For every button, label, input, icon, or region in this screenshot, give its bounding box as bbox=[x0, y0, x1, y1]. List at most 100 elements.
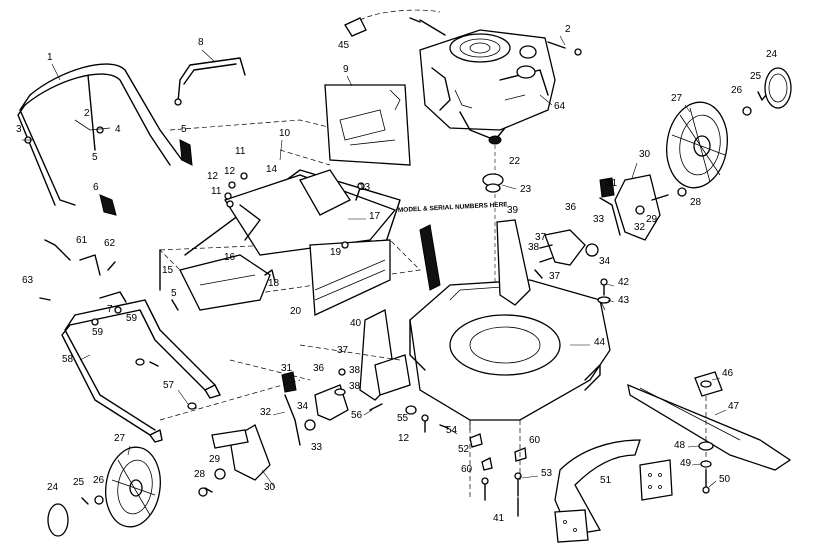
blade bbox=[627, 371, 792, 494]
part-callout-c12c: 12 bbox=[398, 433, 410, 444]
part-callout-c38a: 38 bbox=[528, 242, 540, 253]
part-callout-c9: 9 bbox=[343, 64, 349, 75]
part-callout-c49: 49 bbox=[680, 458, 692, 469]
part-callout-c62: 62 bbox=[104, 238, 116, 249]
rear-deflector bbox=[554, 439, 673, 543]
part-callout-c39: 39 bbox=[507, 205, 519, 216]
leader-lines bbox=[51, 35, 727, 489]
part-callout-c25b: 25 bbox=[73, 477, 85, 488]
part-callout-c42: 42 bbox=[618, 277, 630, 288]
part-callout-c26a: 26 bbox=[731, 85, 743, 96]
part-callout-c47: 47 bbox=[728, 401, 740, 412]
part-callout-c50: 50 bbox=[719, 474, 731, 485]
deck-cover bbox=[159, 119, 421, 316]
part-callout-c2b: 2 bbox=[565, 24, 571, 35]
part-callout-c28a: 28 bbox=[690, 197, 702, 208]
part-callout-c36a: 36 bbox=[565, 202, 577, 213]
part-callout-c3a: 3 bbox=[16, 124, 22, 135]
part-callout-c60b: 60 bbox=[529, 435, 541, 446]
part-callout-c30a: 30 bbox=[639, 149, 651, 160]
part-callout-c5b: 5 bbox=[181, 124, 187, 135]
part-callout-c26b: 26 bbox=[93, 475, 105, 486]
part-callout-c16: 16 bbox=[224, 252, 236, 263]
part-callout-c24b: 24 bbox=[47, 482, 59, 493]
part-callout-c31b: 31 bbox=[281, 363, 293, 374]
part-callout-c34a: 34 bbox=[599, 256, 611, 267]
part-callout-c24a: 24 bbox=[766, 49, 778, 60]
part-callout-c37c: 37 bbox=[337, 345, 349, 356]
part-callout-c7: 7 bbox=[107, 304, 113, 315]
part-callout-c13: 13 bbox=[359, 182, 371, 193]
right-rear-wheel bbox=[666, 67, 792, 189]
part-callout-c2a: 2 bbox=[84, 108, 90, 119]
part-callout-c11a: 11 bbox=[235, 146, 246, 157]
part-callout-c53: 53 bbox=[541, 468, 553, 479]
part-callout-c64: 64 bbox=[554, 101, 566, 112]
part-callout-c63: 63 bbox=[22, 275, 34, 286]
part-callout-c27b: 27 bbox=[114, 433, 126, 444]
part-callout-c33a: 33 bbox=[593, 214, 605, 225]
mower-deck bbox=[409, 279, 611, 430]
upper-handle bbox=[17, 63, 193, 216]
part-callout-c36b: 36 bbox=[313, 363, 325, 374]
part-callout-c43: 43 bbox=[618, 295, 630, 306]
part-callout-c59a: 59 bbox=[92, 327, 104, 338]
part-callout-c40: 40 bbox=[350, 318, 362, 329]
part-callout-c22: 22 bbox=[509, 156, 521, 167]
spacer bbox=[482, 173, 504, 193]
lower-handle bbox=[39, 239, 221, 443]
part-callout-c59b: 59 bbox=[126, 313, 138, 324]
part-callout-c17: 17 bbox=[369, 211, 381, 222]
side-bracket bbox=[299, 309, 411, 401]
part-callout-c52: 52 bbox=[458, 444, 470, 455]
part-callout-c55: 55 bbox=[397, 413, 409, 424]
left-height-adjuster bbox=[159, 359, 383, 497]
part-callout-c1: 1 bbox=[47, 52, 53, 63]
part-callout-c57: 57 bbox=[163, 380, 175, 391]
part-callout-c37b: 37 bbox=[549, 271, 561, 282]
part-callout-c15: 15 bbox=[162, 265, 174, 276]
part-callout-c48: 48 bbox=[674, 440, 686, 451]
part-callout-c30b: 30 bbox=[264, 482, 276, 493]
left-rear-wheel bbox=[47, 446, 161, 537]
part-callout-c37a: 37 bbox=[535, 232, 547, 243]
plate-text-line: MODEL & SERIAL NUMBERS HERE bbox=[398, 201, 509, 214]
part-callout-c8: 8 bbox=[198, 37, 204, 48]
part-callout-c45: 45 bbox=[338, 40, 350, 51]
part-callout-c6: 6 bbox=[93, 182, 99, 193]
part-callout-c58: 58 bbox=[62, 354, 74, 365]
part-callout-c29b: 29 bbox=[209, 454, 221, 465]
control-bail bbox=[174, 57, 246, 106]
deck-hardware bbox=[405, 405, 527, 517]
part-callout-c38c: 38 bbox=[349, 381, 361, 392]
part-callout-c34b: 34 bbox=[297, 401, 309, 412]
part-callout-c27a: 27 bbox=[671, 93, 683, 104]
part-callout-c23: 23 bbox=[520, 184, 532, 195]
part-callout-c4: 4 bbox=[115, 124, 121, 135]
part-callout-c38b: 38 bbox=[349, 365, 361, 376]
part-callout-c32a: 32 bbox=[634, 222, 646, 233]
part-callout-c46: 46 bbox=[722, 368, 734, 379]
part-callout-c10: 10 bbox=[279, 128, 291, 139]
part-callout-c41: 41 bbox=[493, 513, 505, 524]
part-callout-c25a: 25 bbox=[750, 71, 762, 82]
part-callout-c51: 51 bbox=[600, 475, 612, 486]
serial-number-label: MODEL & SERIAL NUMBERS HERE bbox=[398, 201, 509, 291]
right-height-adjuster bbox=[496, 174, 687, 306]
part-callout-c11b: 11 bbox=[211, 186, 222, 197]
part-callout-c5a: 5 bbox=[92, 152, 98, 163]
misc-parts bbox=[135, 17, 582, 410]
part-callout-c19: 19 bbox=[330, 247, 342, 258]
part-callout-c29a: 29 bbox=[646, 214, 658, 225]
part-callout-c60a: 60 bbox=[461, 464, 473, 475]
part-callout-c54: 54 bbox=[446, 425, 458, 436]
part-callout-c56: 56 bbox=[351, 410, 363, 421]
part-callout-c28b: 28 bbox=[194, 469, 206, 480]
part-callout-c18: 18 bbox=[268, 278, 280, 289]
part-callout-c20: 20 bbox=[290, 306, 302, 317]
part-callout-c12b: 12 bbox=[224, 166, 236, 177]
part-callout-c31a: 31 bbox=[606, 178, 618, 189]
